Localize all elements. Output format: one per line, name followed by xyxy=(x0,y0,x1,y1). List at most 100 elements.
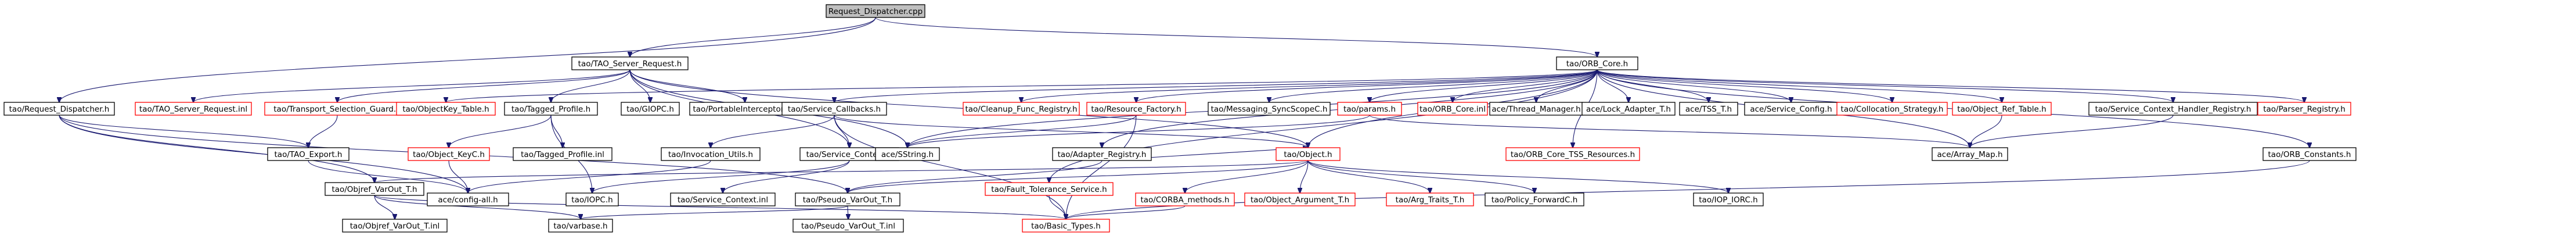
node-label: tao/Pseudo_VarOut_T.h xyxy=(803,195,892,205)
node-tao-server-request-inl[interactable]: tao/TAO_Server_Request.inl xyxy=(135,102,252,116)
node-box xyxy=(2088,102,2258,116)
node-tao-fault-tolerance-service-h[interactable]: tao/Fault_Tolerance_Service.h xyxy=(985,182,1114,196)
node-label: tao/ORB_Constants.h xyxy=(2268,150,2351,159)
node-label: tao/Transport_Selection_Guard.h xyxy=(273,105,401,114)
node-tao-basic-types-h[interactable]: tao/Basic_Types.h xyxy=(1022,219,1110,233)
node-ace-config-all-h[interactable]: ace/config-all.h xyxy=(427,192,509,206)
node-tao-tagged-profile-inl[interactable]: tao/Tagged_Profile.inl xyxy=(513,147,613,161)
node-box xyxy=(1952,102,2052,116)
node-ace-array-map-h[interactable]: ace/Array_Map.h xyxy=(1932,147,2008,161)
node-tao-service-callbacks-h[interactable]: tao/Service_Callbacks.h xyxy=(781,102,887,116)
node-tao-server-request-h[interactable]: tao/TAO_Server_Request.h xyxy=(571,56,689,70)
edge-tao-orb-core-h-to-tao-params-h xyxy=(1370,69,1598,102)
node-tao-objectkey-table-h[interactable]: tao/ObjectKey_Table.h xyxy=(396,102,496,116)
node-ace-lock-adapter-t-h[interactable]: ace/Lock_Adapter_T.h xyxy=(1581,102,1676,116)
node-tao-pseudo-varout-t-inl[interactable]: tao/Pseudo_VarOut_T.inl xyxy=(792,219,904,233)
node-tao-service-context-handler-registry-h[interactable]: tao/Service_Context_Handler_Registry.h xyxy=(2088,102,2258,116)
edge-tao-service-callbacks-h-to-tao-basic-types-h xyxy=(834,115,1066,219)
node-box xyxy=(1208,102,1331,116)
node-box xyxy=(325,182,424,196)
edge-tao-server-request-h-to-tao-server-request-inl xyxy=(193,69,631,102)
node-label: ace/Thread_Manager.h xyxy=(1491,105,1580,114)
node-tao-cleanup-func-registry-h[interactable]: tao/Cleanup_Func_Registry.h xyxy=(963,102,1080,116)
node-label: tao/Messaging_SyncScopeC.h xyxy=(1211,105,1328,114)
node-tao-resource-factory-h[interactable]: tao/Resource_Factory.h xyxy=(1086,102,1186,116)
node-tao-params-h[interactable]: tao/params.h xyxy=(1337,102,1402,116)
node-tao-giopc-h[interactable]: tao/GIOPC.h xyxy=(621,102,680,116)
edge-tao-service-context-handler-registry-h-to-ace-array-map-h xyxy=(1970,115,2174,148)
node-tao-arg-traits-t-h[interactable]: tao/Arg_Traits_T.h xyxy=(1386,192,1474,206)
edge-tao-orb-core-h-to-ace-thread-manager-h xyxy=(1536,69,1598,102)
node-tao-iop-iorc-h[interactable]: tao/IOP_IORC.h xyxy=(1693,192,1764,206)
node-tao-corba-methods-h[interactable]: tao/CORBA_methods.h xyxy=(1135,192,1235,206)
node-label: tao/Tagged_Profile.h xyxy=(511,105,590,114)
edge-tao-orb-core-h-to-tao-service-callbacks-h xyxy=(834,69,1598,102)
node-tao-varbase-h[interactable]: tao/varbase.h xyxy=(548,219,613,233)
node-tao-policy-forwardc-h[interactable]: tao/Policy_ForwardC.h xyxy=(1485,192,1584,206)
node-label: ace/Lock_Adapter_T.h xyxy=(1586,105,1671,114)
edge-tao-object-h-to-tao-iop-iorc-h xyxy=(1307,160,1728,193)
node-label: tao/Collocation_Strategy.h xyxy=(1841,105,1944,114)
node-box xyxy=(1386,192,1474,206)
edge-tao-params-h-to-ace-sstring-h xyxy=(907,115,1370,148)
node-label: tao/Object.h xyxy=(1284,150,1332,159)
edge-tao-service-context-h-to-tao-service-context-inl xyxy=(723,160,850,193)
edge-tao-tagged-profile-h-to-tao-objectkey-c-h xyxy=(449,115,552,148)
edge-tao-corba-methods-h-to-tao-basic-types-h xyxy=(1066,205,1186,219)
edge-request-dispatcher-cpp-to-tao-request-dispatcher-h xyxy=(59,17,876,102)
node-box xyxy=(565,192,619,206)
edge-tao-service-callbacks-h-to-tao-object-h xyxy=(834,115,1308,148)
node-box xyxy=(963,102,1080,116)
node-tao-objectkey-c-h[interactable]: tao/Object_KeyC.h xyxy=(408,147,490,161)
node-label: tao/IOPC.h xyxy=(571,195,613,205)
edge-tao-orb-core-h-to-tao-object-ref-table-h xyxy=(1597,69,2002,102)
node-label: tao/Policy_ForwardC.h xyxy=(1491,195,1578,205)
node-label: tao/Service_Context.inl xyxy=(678,195,768,205)
node-tao-service-context-inl[interactable]: tao/Service_Context.inl xyxy=(670,192,776,206)
node-label: tao/ORB_Core.h xyxy=(1566,59,1628,69)
node-tao-orb-core-tss-resources-h[interactable]: tao/ORB_Core_TSS_Resources.h xyxy=(1505,147,1640,161)
node-label: tao/PortableInterceptorC.h xyxy=(693,105,797,114)
node-tao-objref-varout-t-inl[interactable]: tao/Objref_VarOut_T.inl xyxy=(342,219,448,233)
node-tao-object-argument-t-h[interactable]: tao/Object_Argument_T.h xyxy=(1244,192,1356,206)
node-tao-tagged-profile-h[interactable]: tao/Tagged_Profile.h xyxy=(504,102,598,116)
edge-tao-adapter-registry-h-to-tao-pseudo-varout-t-h xyxy=(848,160,1103,193)
node-tao-orb-core-h[interactable]: tao/ORB_Core.h xyxy=(1556,56,1638,70)
node-tao-collocation-strategy-h[interactable]: tao/Collocation_Strategy.h xyxy=(1836,102,1948,116)
node-label: tao/TAO_Export.h xyxy=(275,150,343,159)
node-tao-tao-export-h[interactable]: tao/TAO_Export.h xyxy=(267,147,350,161)
node-box xyxy=(1505,147,1640,161)
node-tao-objref-varout-t-h[interactable]: tao/Objref_VarOut_T.h xyxy=(325,182,424,196)
node-ace-service-config-h[interactable]: ace/Service_Config.h xyxy=(1744,102,1838,116)
node-ace-sstring-h[interactable]: ace/SString.h xyxy=(875,147,940,161)
node-label: tao/params.h xyxy=(1343,105,1396,114)
node-label: tao/TAO_Server_Request.h xyxy=(578,59,682,69)
edge-tao-resource-factory-h-to-tao-basic-types-h xyxy=(1066,115,1137,219)
node-tao-adapter-registry-h[interactable]: tao/Adapter_Registry.h xyxy=(1052,147,1152,161)
node-tao-iopc-h[interactable]: tao/IOPC.h xyxy=(565,192,619,206)
edge-request-dispatcher-cpp-to-tao-server-request-h xyxy=(630,17,876,57)
node-tao-invocation-utils-h[interactable]: tao/Invocation_Utils.h xyxy=(661,147,761,161)
node-tao-messaging-syncscopec-h[interactable]: tao/Messaging_SyncScopeC.h xyxy=(1208,102,1331,116)
node-tao-orb-constants-h[interactable]: tao/ORB_Constants.h xyxy=(2262,147,2357,161)
node-tao-object-h[interactable]: tao/Object.h xyxy=(1276,147,1341,161)
node-tao-service-context-h[interactable]: tao/Service_Context.h xyxy=(799,147,899,161)
node-tao-parser-registry-h[interactable]: tao/Parser_Registry.h xyxy=(2257,102,2351,116)
node-ace-tss-t-h[interactable]: ace/TSS_T.h xyxy=(1679,102,1738,116)
edge-tao-objref-varout-t-h-to-tao-basic-types-h xyxy=(374,195,1066,219)
node-tao-pseudo-varout-t-h[interactable]: tao/Pseudo_VarOut_T.h xyxy=(795,192,900,206)
node-tao-orb-core-inl[interactable]: tao/ORB_Core.inl xyxy=(1417,102,1488,116)
node-tao-request-dispatcher-h[interactable]: tao/Request_Dispatcher.h xyxy=(3,102,115,116)
node-tao-object-ref-table-h[interactable]: tao/Object_Ref_Table.h xyxy=(1952,102,2052,116)
node-box xyxy=(670,192,776,206)
node-box xyxy=(2257,102,2351,116)
node-box xyxy=(427,192,509,206)
node-ace-thread-manager-h[interactable]: ace/Thread_Manager.h xyxy=(1489,102,1583,116)
node-tao-transport-selection-guard-h[interactable]: tao/Transport_Selection_Guard.h xyxy=(264,102,410,116)
node-box xyxy=(985,182,1114,196)
edge-tao-server-request-h-to-tao-transport-selection-guard-h xyxy=(337,69,631,102)
node-label: tao/Object_Argument_T.h xyxy=(1251,195,1349,205)
node-tao-portableinterceptorc-h[interactable]: tao/PortableInterceptorC.h xyxy=(689,102,801,116)
